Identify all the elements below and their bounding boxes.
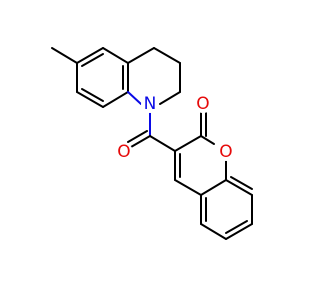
bond: [153, 47, 181, 64]
structure-svg: N O O O: [51, 47, 253, 240]
bond: [102, 47, 129, 64]
bond: [127, 91, 142, 105]
aromatic-ring-quinoline: [76, 47, 129, 108]
bond: [76, 91, 104, 108]
pyranone-ring: [174, 135, 227, 196]
bond: [225, 179, 253, 196]
bond: [159, 91, 181, 105]
nitrogen-label: N: [144, 94, 157, 114]
bond: [200, 223, 227, 240]
bond: [230, 176, 253, 190]
bond: [174, 179, 202, 196]
bond: [200, 135, 215, 145]
bond: [102, 91, 129, 108]
carbonyl-to-coumarin: [149, 135, 176, 152]
ring-oxygen-label: O: [219, 142, 232, 162]
saturated-ring: [127, 47, 181, 105]
lactone-carbonyl-oxygen-label: O: [196, 94, 209, 114]
bond: [81, 53, 104, 67]
bond: [127, 47, 155, 64]
atom-o3: O: [217, 142, 235, 162]
carbonyl-c-to-o: [130, 135, 151, 148]
bond: [76, 47, 104, 64]
atom-o2: O: [194, 94, 212, 114]
bond: [200, 179, 227, 196]
atom-n1: N: [141, 94, 159, 114]
bond: [81, 88, 104, 102]
amide-oxygen-label: O: [117, 142, 130, 162]
benzo-ring: [200, 176, 253, 240]
methyl-bond: [51, 47, 78, 64]
bond: [225, 223, 253, 240]
carbonyl-c-to-o-double: [127, 130, 148, 143]
bond: [174, 135, 202, 152]
atom-o1: O: [115, 142, 133, 162]
molecule-diagram: N O O O: [51, 47, 253, 240]
bond: [225, 220, 248, 234]
